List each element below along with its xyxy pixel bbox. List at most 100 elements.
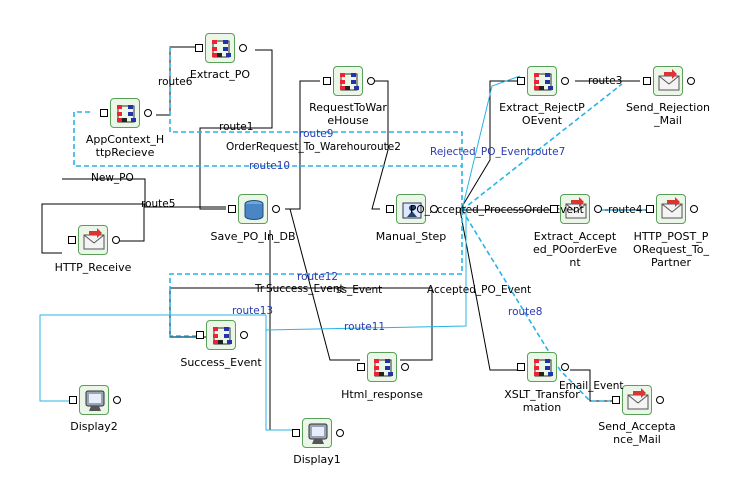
edge-label-email-event: Email_Event [559,380,624,392]
cyan-solid-connectors [39,75,521,431]
request-warehouse-output-port[interactable] [367,77,375,85]
extract-po-icon [212,40,231,58]
http-post-input-port[interactable] [646,205,654,213]
appcontext-icon [117,105,136,123]
edge-label-new-po: New_PO [91,172,134,184]
edge-newpo [62,178,226,208]
extract-po-node[interactable] [205,33,235,63]
edge-label-route6: route6 [158,76,193,88]
edge-rejected [461,75,521,211]
send-rejection-input-port[interactable] [643,77,651,85]
edge-label-route10: route10 [249,160,291,172]
send-rejection-icon [658,69,680,91]
extract-po-input-port[interactable] [195,44,203,52]
extract-accepted-output-port[interactable] [594,205,602,213]
request-warehouse-label: RequestToWar eHouse [309,101,387,127]
html-response-output-port[interactable] [401,363,409,371]
display2-node[interactable] [79,385,109,415]
save-po-icon [244,200,264,220]
edge-display1-in [265,315,298,431]
edge-route10 [73,111,462,167]
edge-label-route9: route9 [299,128,334,140]
edge-label-route4: route4 [608,204,643,216]
edge-httprecv-save [41,203,145,254]
extract-reject-node[interactable] [527,66,557,96]
xslt-output-port[interactable] [561,363,569,371]
extract-po-label: Extract_PO [189,68,251,81]
extract-accepted-input-port[interactable] [550,205,558,213]
edge-route13 [39,314,266,402]
send-rejection-output-port[interactable] [687,77,695,85]
http-receive-node[interactable] [78,225,108,255]
send-acceptance-label: Send_Accepta nce_Mail [598,420,676,446]
send-acceptance-output-port[interactable] [656,396,664,404]
extract-accepted-label: Extract_Accept ed_POorderEve nt [532,230,618,269]
cyan-connectors [73,47,650,402]
manual-step-input-port[interactable] [386,205,394,213]
extract-reject-output-port[interactable] [561,77,569,85]
display1-output-port[interactable] [336,429,344,437]
edge-route9 [169,47,463,210]
manual-step-label: Manual_Step [375,230,447,243]
send-acceptance-node[interactable] [622,385,652,415]
html-response-input-port[interactable] [357,363,365,371]
extract-reject-input-port[interactable] [517,77,525,85]
send-acceptance-input-port[interactable] [612,396,620,404]
http-receive-output-port[interactable] [112,236,120,244]
edge-label-success-event-a: Success_Event [266,283,344,295]
display2-input-port[interactable] [69,396,77,404]
xslt-label: XSLT_Transfor mation [504,388,580,414]
edge-label-success-event-b: ss_Event [336,284,383,296]
edge-manual-xslt [459,209,520,371]
http-post-output-port[interactable] [690,205,698,213]
request-warehouse-input-port[interactable] [323,77,331,85]
manual-step-node[interactable] [396,194,426,224]
extract-po-output-port[interactable] [239,44,247,52]
display2-output-port[interactable] [113,396,121,404]
appcontext-label: AppContext_H ttpRecieve [85,133,165,159]
display1-node[interactable] [302,418,332,448]
save-po-output-port[interactable] [272,205,280,213]
edge-route12 [169,210,463,337]
http-receive-icon [83,228,105,250]
success-event-input-port[interactable] [196,331,204,339]
edge-save-request [285,80,320,210]
request-warehouse-node[interactable] [333,66,363,96]
success-event-output-port[interactable] [240,331,248,339]
display1-icon [308,423,328,444]
success-event-label: Success_Event [180,356,262,369]
edge-label-route3: route3 [588,75,623,87]
edge-success-loop [169,287,433,361]
edge-route8 [461,209,610,402]
display1-input-port[interactable] [292,429,300,437]
save-po-input-port[interactable] [228,205,236,213]
extract-accepted-icon [565,197,587,219]
edge-request-manual [371,80,389,210]
edge-route11 [265,210,467,331]
http-receive-input-port[interactable] [68,236,76,244]
xslt-node[interactable] [527,352,557,382]
extract-accepted-node[interactable] [560,194,590,224]
manual-step-output-port[interactable] [430,205,438,213]
http-post-node[interactable] [656,194,686,224]
appcontext-node[interactable] [110,98,140,128]
display1-label: Display1 [293,453,341,466]
http-post-icon [661,197,683,219]
xslt-icon [534,359,553,377]
html-response-node[interactable] [367,352,397,382]
edge-save-html [285,208,360,361]
edge-label-rejected: Rejected_PO_Eventroute7 [430,146,566,158]
html-response-icon [374,359,393,377]
extract-reject-label: Extract_RejectP OEvent [499,101,585,127]
appcontext-output-port[interactable] [144,109,152,117]
edge-label-orderrequest: OrderRequest_To_Warehouroute2 [226,141,401,153]
appcontext-input-port[interactable] [100,109,108,117]
edge-route3 [461,83,623,211]
success-event-icon [213,327,232,345]
edge-label-route12: route12 [297,271,339,283]
save-po-node[interactable] [238,194,268,224]
send-rejection-node[interactable] [653,66,683,96]
success-event-node[interactable] [206,320,236,350]
xslt-input-port[interactable] [517,363,525,371]
